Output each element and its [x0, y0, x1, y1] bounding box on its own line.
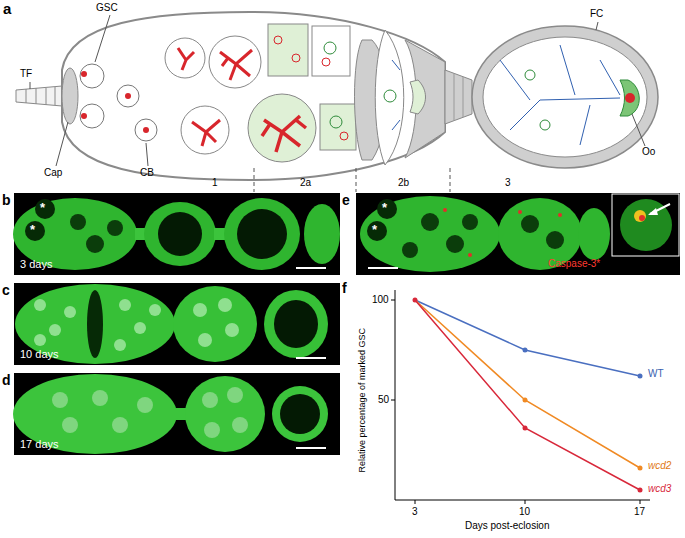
panel-letter: d	[2, 372, 11, 388]
region-label: 3	[505, 177, 511, 189]
axis-tick: 3	[412, 506, 418, 518]
stain-label: Caspase-3*	[548, 258, 600, 270]
time-label: 10 days	[20, 348, 59, 361]
axis-title: Days post-eclosion	[465, 520, 549, 532]
region-label: 2b	[398, 177, 409, 189]
asterisk-mark: *	[30, 223, 35, 238]
axis-title: Relative percentage of marked GSC	[357, 328, 367, 473]
asterisk-mark: *	[382, 201, 387, 216]
micrograph-e	[356, 193, 680, 275]
axis-tick: 50	[378, 394, 389, 406]
part-label: CB	[140, 167, 154, 179]
series-label: WT	[648, 368, 664, 380]
part-label: Oo	[642, 146, 655, 158]
panel-letter: e	[342, 192, 350, 208]
micrograph-b	[13, 193, 340, 275]
series-label: wcd3	[648, 483, 671, 495]
panel-letter: b	[2, 192, 11, 208]
micrograph-c	[14, 283, 340, 365]
axis-tick: 100	[372, 294, 389, 306]
micrograph-d	[13, 373, 340, 455]
asterisk-mark: *	[40, 201, 45, 216]
region-label: 2a	[300, 177, 311, 189]
part-label: FC	[590, 8, 603, 20]
part-label: TF	[20, 68, 32, 80]
panel-letter: f	[342, 280, 347, 296]
germarium-schematic	[16, 12, 658, 192]
panel-letter: a	[3, 0, 11, 17]
asterisk-mark: *	[372, 223, 377, 238]
part-label: GSC	[96, 2, 118, 14]
series-label: wcd2	[648, 460, 671, 472]
part-label: Cap	[44, 167, 62, 179]
region-label: 1	[212, 177, 218, 189]
time-label: 17 days	[20, 438, 59, 451]
time-label: 3 days	[20, 258, 52, 271]
panel-letter: c	[2, 282, 10, 298]
line-chart	[391, 290, 650, 504]
axis-tick: 17	[634, 506, 645, 518]
axis-tick: 10	[519, 506, 530, 518]
